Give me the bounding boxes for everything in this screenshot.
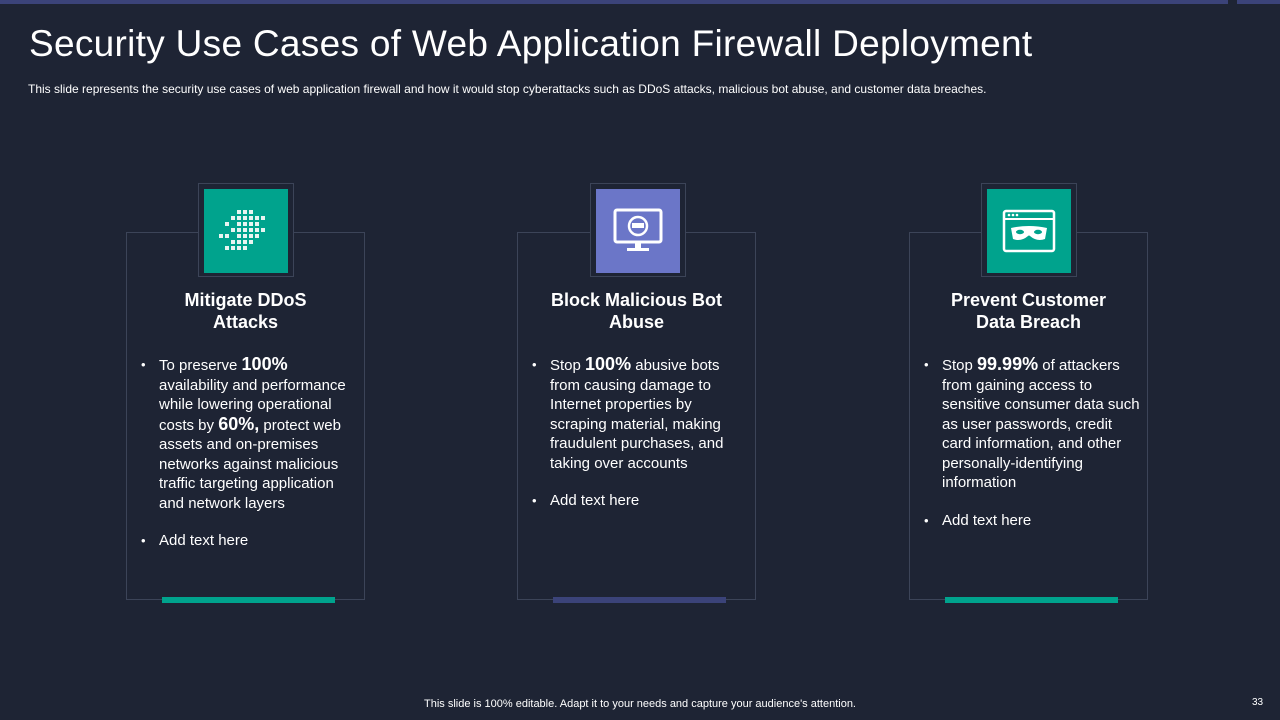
card-title: Mitigate DDoS Attacks <box>184 290 307 332</box>
ddos-icon <box>204 189 288 273</box>
bullet-item: Add text here <box>924 511 1140 531</box>
bullet-item: Add text here <box>141 531 357 551</box>
bullet-item: Stop 100% abusive bots from causing dama… <box>532 354 748 473</box>
icon-frame <box>590 183 686 277</box>
card-block-bot: Block Malicious Bot Abuse Stop 100% abus… <box>517 232 756 600</box>
card-prevent-breach: Prevent Customer Data Breach Stop 99.99%… <box>909 232 1148 600</box>
card-accent-bar <box>945 597 1118 603</box>
bullet-item: Stop 99.99% of attackers from gaining ac… <box>924 354 1140 493</box>
bullet-list: Stop 99.99% of attackers from gaining ac… <box>924 354 1140 531</box>
icon-frame <box>198 183 294 277</box>
card-accent-bar <box>553 597 726 603</box>
top-accent-bar <box>0 0 1228 4</box>
slide-footer: This slide is 100% editable. Adapt it to… <box>424 698 856 710</box>
slide-subtitle: This slide represents the security use c… <box>28 82 987 96</box>
masked-browser-icon <box>987 189 1071 273</box>
card-title: Block Malicious Bot Abuse <box>550 290 723 332</box>
card-mitigate-ddos: Mitigate DDoS Attacks To preserve 100% a… <box>126 232 365 600</box>
card-accent-bar <box>162 597 335 603</box>
bot-monitor-icon <box>596 189 680 273</box>
icon-frame <box>981 183 1077 277</box>
bullet-item: To preserve 100% availability and perfor… <box>141 354 357 513</box>
top-accent-bar-right <box>1237 0 1280 4</box>
bullet-list: To preserve 100% availability and perfor… <box>141 354 357 551</box>
card-title: Prevent Customer Data Breach <box>950 290 1107 332</box>
slide-title: Security Use Cases of Web Application Fi… <box>29 23 1033 64</box>
bullet-item: Add text here <box>532 491 748 511</box>
bullet-list: Stop 100% abusive bots from causing dama… <box>532 354 748 511</box>
page-number: 33 <box>1252 697 1264 708</box>
